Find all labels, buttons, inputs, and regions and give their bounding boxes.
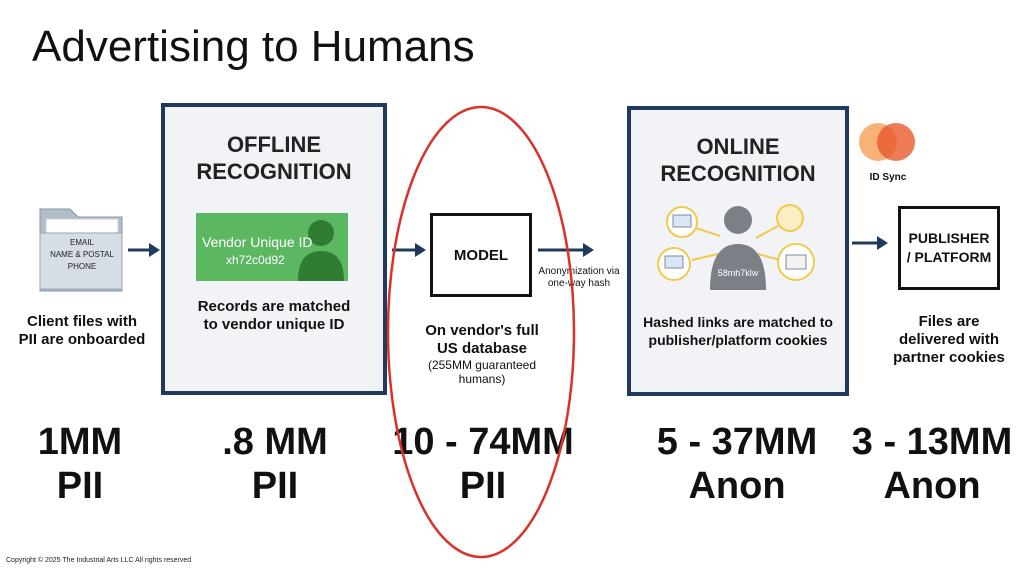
vendor-unique-id-label: Vendor Unique ID <box>202 234 313 250</box>
online-graph-illustration <box>657 204 815 290</box>
vendor-id-card: Vendor Unique ID xh72c0d92 <box>196 213 348 281</box>
arrow-4 <box>852 236 888 250</box>
step5-count: 3 - 13MM <box>851 421 1013 463</box>
vendor-person-icon <box>298 220 344 281</box>
device-tablet-icon <box>776 204 804 232</box>
id-sync-label: ID Sync <box>869 172 907 183</box>
client-folder-icon <box>39 208 123 292</box>
online-recognition-title: ONLINE RECOGNITION <box>660 134 816 186</box>
folder-text: EMAIL NAME & POSTAL PHONE <box>38 237 126 273</box>
publisher-platform-box: PUBLISHER / PLATFORM <box>898 206 1000 290</box>
step4-unit: Anon <box>688 465 786 507</box>
step2-unit: PII <box>251 465 299 507</box>
device-screen-icon <box>777 243 815 281</box>
copyright-footer: Copyright © 2025 The Industrial Arts LLC… <box>6 557 192 564</box>
online-person-icon <box>710 206 766 290</box>
offline-recognition-title: OFFLINE RECOGNITION <box>196 132 352 184</box>
step3-count: 10 - 74MM <box>392 421 574 463</box>
arrow-2 <box>392 243 426 257</box>
step2-description: Records are matched to vendor unique ID <box>197 298 351 333</box>
step1-unit: PII <box>56 465 104 507</box>
step5-description: Files are delivered with partner cookies <box>893 313 1005 366</box>
device-monitor-icon <box>666 206 698 238</box>
folder-line-phone: PHONE <box>67 262 97 271</box>
arrow-1 <box>128 243 160 257</box>
page-title: Advertising to Humans <box>32 22 475 71</box>
step1-count: 1MM <box>37 421 123 463</box>
id-sync-icon <box>859 123 915 161</box>
folder-line-name: NAME & POSTAL <box>50 250 114 259</box>
folder-front <box>39 232 123 290</box>
step4-count: 5 - 37MM <box>656 421 818 463</box>
step1-description: Client files with PII are onboarded <box>18 313 146 348</box>
anonymization-arrow-label: Anonymization via one-way hash <box>538 266 620 289</box>
online-person-id: 58mh7klw <box>717 268 759 278</box>
step4-description: Hashed links are matched to publisher/pl… <box>643 314 833 348</box>
arrow-3 <box>538 243 594 257</box>
device-laptop-icon <box>657 247 691 281</box>
vendor-unique-id-value: xh72c0d92 <box>226 253 285 267</box>
folder-line-email: EMAIL <box>69 238 94 247</box>
step2-count: .8 MM <box>222 421 328 463</box>
step5-unit: Anon <box>883 465 981 507</box>
step3-unit: PII <box>459 465 507 507</box>
